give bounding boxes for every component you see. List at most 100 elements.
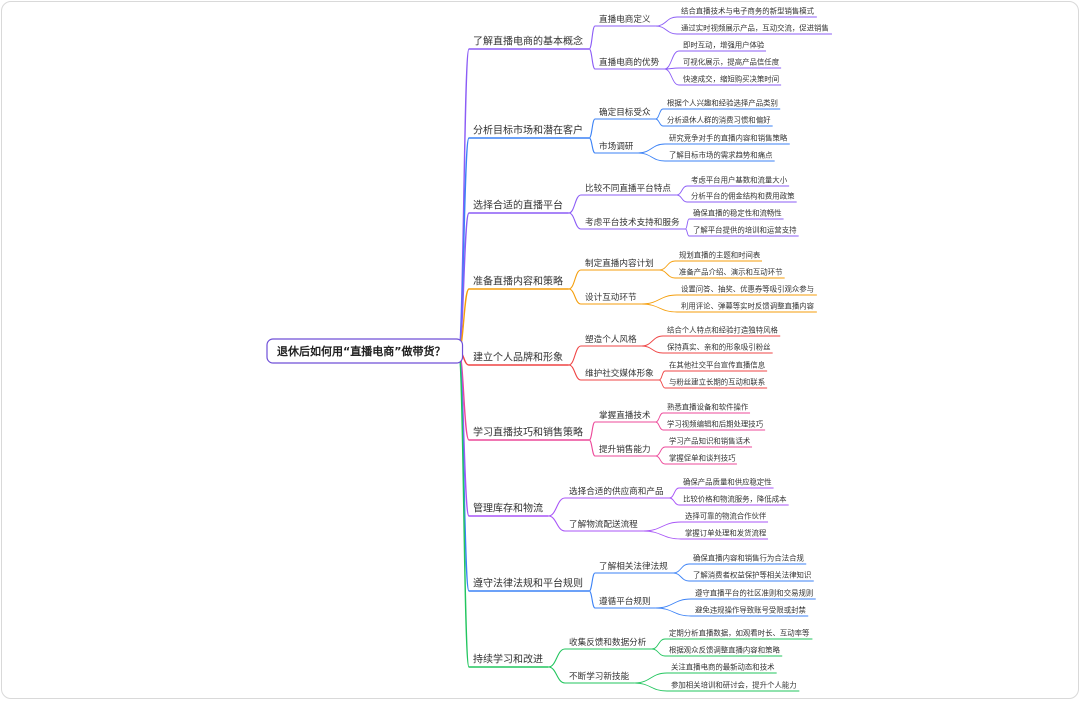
sub-6-1[interactable]: 了解物流配送流程 [569,518,638,530]
leaf-1-1-0[interactable]: 研究竞争对手的直播内容和销售策略 [669,134,788,143]
leaf-5-1-0[interactable]: 学习产品知识和销售话术 [669,437,751,446]
leaf-7-1-0[interactable]: 遵守直播平台的社区准则和交易规则 [695,589,813,598]
sub-5-1[interactable]: 提升销售能力 [599,443,651,455]
edge-sub-7-0-0 [673,563,690,574]
branch-3[interactable]: 准备直播内容和策略 [473,275,563,288]
edge-sub-5-1-1 [655,455,666,465]
leaf-2-1-0[interactable]: 确保直播的稳定性和流畅性 [693,209,782,218]
branch-8[interactable]: 持续学习和改进 [473,653,543,666]
leaf-4-1-0[interactable]: 在其他社交平台宣传直播信息 [669,361,765,370]
leaf-7-1-1[interactable]: 避免违规操作导致账号受限或封禁 [695,606,806,615]
edge-sub-7-1-1 [655,607,692,617]
leaf-6-1-0[interactable]: 选择可靠的物流合作伙伴 [685,512,767,521]
edge-root-8 [457,350,470,668]
leaf-3-1-0[interactable]: 设置问答、抽奖、优惠券等吸引观众参与 [681,285,814,294]
leaf-0-1-0[interactable]: 即时互动，增强用户体验 [683,41,765,50]
edge-sub-4-0-0 [641,335,664,347]
edge-branch-2-1 [568,212,582,230]
sub-2-1[interactable]: 考虑平台技术支持和服务 [585,216,680,228]
sub-8-1[interactable]: 不断学习新技能 [569,670,630,682]
branch-1[interactable]: 分析目标市场和潜在客户 [473,124,583,137]
edge-sub-5-1-0 [655,446,666,457]
edge-sub-6-0-1 [669,497,680,506]
branch-2[interactable]: 选择合适的直播平台 [473,199,563,212]
edge-sub-1-1-0 [638,143,666,154]
leaf-7-0-1[interactable]: 了解消费者权益保护等相关法律知识 [693,571,811,580]
edge-sub-2-0-1 [676,194,688,203]
leaf-1-0-0[interactable]: 根据个人兴趣和经验选择产品类别 [667,99,778,108]
sub-3-1[interactable]: 设计互动环节 [585,291,637,303]
leaf-6-1-1[interactable]: 掌握订单处理和发货流程 [685,529,767,538]
leaf-8-0-0[interactable]: 定期分析直播数据，如观看时长、互动率等 [669,629,810,638]
leaf-3-0-0[interactable]: 规划直播的主题和时间表 [679,251,761,260]
edge-sub-4-1-0 [659,370,666,381]
edge-sub-7-1-0 [655,598,692,609]
edge-sub-0-0-0 [655,16,678,27]
sub-4-1[interactable]: 维护社交媒体形象 [585,367,654,379]
leaf-3-1-1[interactable]: 利用评论、弹幕等实时反馈调整直播内容 [681,302,815,311]
sub-7-0[interactable]: 了解相关法律法规 [599,560,668,572]
leaf-2-1-1[interactable]: 了解平台提供的培训和运营支持 [693,226,797,235]
edge-branch-3-1 [568,288,582,305]
edge-root-0 [457,48,470,352]
leaf-1-0-1[interactable]: 分析退休人群的消费习惯和偏好 [667,116,771,125]
branch-5[interactable]: 学习直播技巧和销售策略 [473,426,583,439]
edge-sub-7-0-1 [673,572,690,582]
leaf-5-0-0[interactable]: 熟悉直播设备和软件操作 [667,403,749,412]
root-label[interactable]: 退休后如何用“直播电商”做带货？ [277,344,445,358]
sub-6-0[interactable]: 选择合适的供应商和产品 [569,485,664,497]
root-node[interactable] [266,338,464,364]
edge-sub-0-0-1 [655,25,678,35]
leaf-1-1-1[interactable]: 了解目标市场的需求趋势和痛点 [669,151,773,160]
leaf-0-0-0[interactable]: 结合直播技术与电子商务的新型销售模式 [681,7,815,16]
sub-1-0[interactable]: 确定目标受众 [599,106,651,118]
sub-0-0[interactable]: 直播电商定义 [599,13,651,25]
edge-sub-5-0-1 [655,421,664,431]
leaf-6-0-1[interactable]: 比较价格和物流服务，降低成本 [683,495,787,504]
leaf-3-0-1[interactable]: 准备产品介绍、演示和互动环节 [679,268,782,277]
branch-0[interactable]: 了解直播电商的基本概念 [473,35,583,48]
edge-sub-2-1-1 [685,228,690,237]
edge-sub-0-1-2 [664,68,680,86]
sub-7-1[interactable]: 遵循平台规则 [599,595,651,607]
edge-sub-1-0-0 [655,108,664,120]
sub-4-0[interactable]: 塑造个人风格 [585,333,637,345]
leaf-4-1-1[interactable]: 与粉丝建立长期的互动和联系 [669,378,765,387]
sub-2-0[interactable]: 比较不同直播平台特点 [585,182,671,194]
edge-branch-6-1 [548,515,566,532]
branch-4[interactable]: 建立个人品牌和形象 [473,351,563,364]
leaf-4-0-0[interactable]: 结合个人特点和经验打造独特风格 [667,326,778,335]
edge-branch-4-1 [568,364,582,381]
leaf-5-0-1[interactable]: 学习视频编辑和后期处理技巧 [667,420,764,429]
leaf-5-1-1[interactable]: 掌握促单和谈判技巧 [669,454,736,463]
sub-1-1[interactable]: 市场调研 [599,140,634,152]
edge-branch-5-1 [588,439,596,457]
branch-7[interactable]: 遵守法律法规和平台规则 [473,577,583,590]
edge-branch-0-1 [588,48,596,70]
leaf-8-1-0[interactable]: 关注直播电商的最新动态和技术 [671,663,775,672]
leaf-2-0-1[interactable]: 分析平台的佣金结构和费用政策 [691,192,795,201]
edge-sub-8-1-1 [634,682,668,692]
edge-sub-3-0-0 [659,260,676,271]
edge-branch-0-0 [588,25,596,50]
edge-sub-1-1-1 [638,152,666,162]
leaf-7-0-0[interactable]: 确保直播内容和销售行为合法合规 [693,554,804,563]
leaf-0-1-1[interactable]: 可视化展示，提高产品信任度 [683,58,780,67]
edge-sub-3-1-1 [641,303,678,313]
leaf-4-0-1[interactable]: 保持真实、亲和的形象吸引粉丝 [667,343,770,352]
sub-5-0[interactable]: 掌握直播技术 [599,409,651,421]
leaf-8-1-1[interactable]: 参加相关培训和研讨会，提升个人能力 [671,681,797,690]
edge-branch-6-0 [548,497,566,517]
sub-3-0[interactable]: 制定直播内容计划 [585,257,654,269]
leaf-8-0-1[interactable]: 根据观众反馈调整直播内容和策略 [669,646,780,655]
branch-6[interactable]: 管理库存和物流 [473,502,543,515]
leaf-0-1-2[interactable]: 快速成交，缩短购买决策时间 [683,75,779,84]
edge-branch-2-0 [568,194,582,214]
sub-0-1[interactable]: 直播电商的优势 [599,56,660,68]
edge-sub-8-1-0 [634,672,668,684]
leaf-2-0-0[interactable]: 考虑平台用户基数和流量大小 [691,176,788,185]
sub-8-0[interactable]: 收集反馈和数据分析 [569,636,647,648]
leaf-0-0-1[interactable]: 通过实时视频展示产品，互动交流，促进销售 [681,24,829,33]
leaf-6-0-0[interactable]: 确保产品质量和供应稳定性 [683,478,772,487]
